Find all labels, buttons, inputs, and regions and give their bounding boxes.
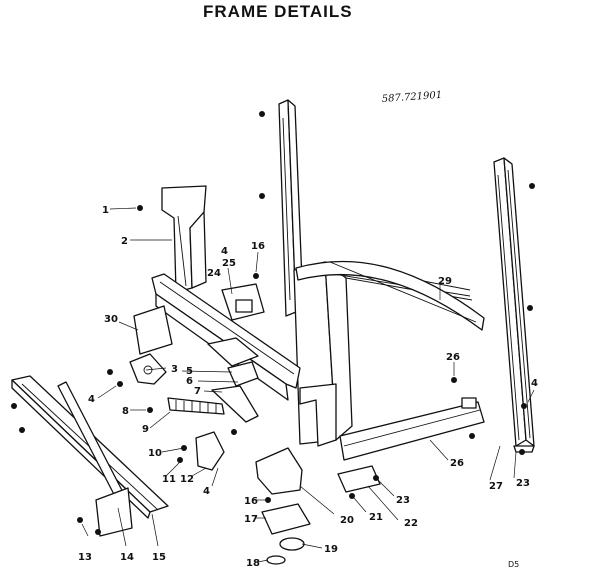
left-mounting-bracket — [161, 185, 207, 293]
callout-17: 17 — [244, 514, 258, 525]
screw-icon — [253, 273, 259, 279]
leveling-foot-assembly — [255, 447, 381, 565]
callout-1: 1 — [102, 205, 109, 216]
callout-9: 9 — [142, 424, 149, 435]
callout-4: 4 — [221, 246, 228, 257]
callout-10: 10 — [148, 448, 162, 459]
motor-mount-bracket — [221, 283, 265, 321]
callout-labels: 1 2 3 4 4 4 4 5 6 7 8 9 10 11 12 13 14 1… — [78, 205, 538, 569]
callout-21: 21 — [369, 512, 383, 523]
callout-27: 27 — [489, 481, 503, 492]
callout-3: 3 — [171, 364, 178, 375]
callout-11: 11 — [162, 474, 176, 485]
screw-icon — [519, 449, 525, 455]
screw-icon — [19, 427, 25, 433]
diagram-title: FRAME DETAILS — [203, 2, 353, 21]
screw-icon — [521, 403, 527, 409]
right-side-rail — [493, 157, 535, 453]
fastener-screws — [11, 111, 535, 535]
callout-30: 30 — [104, 314, 118, 325]
callout-6: 6 — [186, 376, 193, 387]
callout-25: 25 — [222, 258, 236, 269]
screw-icon — [95, 529, 101, 535]
corner-code: D5 — [508, 560, 519, 569]
callout-16: 16 — [244, 496, 258, 507]
callout-29: 29 — [438, 276, 452, 287]
screw-icon — [177, 457, 183, 463]
screw-icon — [527, 305, 533, 311]
screw-icon — [373, 475, 379, 481]
screw-icon — [137, 205, 143, 211]
screw-icon — [259, 193, 265, 199]
callout-13: 13 — [78, 552, 92, 563]
callout-23: 23 — [516, 478, 530, 489]
callout-4: 4 — [88, 394, 95, 405]
screw-icon — [349, 493, 355, 499]
callout-4: 4 — [203, 486, 210, 497]
callout-2: 2 — [121, 236, 128, 247]
callout-16: 16 — [251, 241, 265, 252]
callout-5: 5 — [186, 366, 193, 377]
front-left-rails — [11, 375, 169, 537]
side-plate — [133, 305, 173, 355]
callout-26: 26 — [446, 352, 460, 363]
model-number: 587.721901 — [381, 90, 442, 105]
screw-icon — [147, 407, 153, 413]
callout-14: 14 — [120, 552, 134, 563]
base-rail — [339, 397, 485, 461]
screw-icon — [107, 369, 113, 375]
screw-icon — [11, 403, 17, 409]
callout-8: 8 — [122, 406, 129, 417]
terminal-block — [195, 431, 225, 471]
callout-4: 4 — [531, 378, 538, 389]
leader-lines — [81, 207, 535, 563]
screw-icon — [469, 433, 475, 439]
screw-icon — [77, 517, 83, 523]
callout-24: 24 — [207, 268, 221, 279]
callout-15: 15 — [152, 552, 166, 563]
callout-7: 7 — [194, 386, 201, 397]
screw-icon — [451, 377, 457, 383]
callout-22: 22 — [404, 518, 418, 529]
callout-20: 20 — [340, 515, 354, 526]
callout-19: 19 — [324, 544, 338, 555]
screw-icon — [265, 497, 271, 503]
callout-23: 23 — [396, 495, 410, 506]
screw-icon — [259, 111, 265, 117]
hinge-assembly — [211, 361, 259, 423]
screw-icon — [117, 381, 123, 387]
screw-icon — [231, 429, 237, 435]
clamp-assembly — [129, 353, 167, 385]
top-crossbar — [295, 260, 485, 331]
screw-icon — [529, 183, 535, 189]
callout-12: 12 — [180, 474, 194, 485]
callout-18: 18 — [246, 558, 260, 569]
rack-bracket — [167, 397, 225, 415]
callout-26: 26 — [450, 458, 464, 469]
